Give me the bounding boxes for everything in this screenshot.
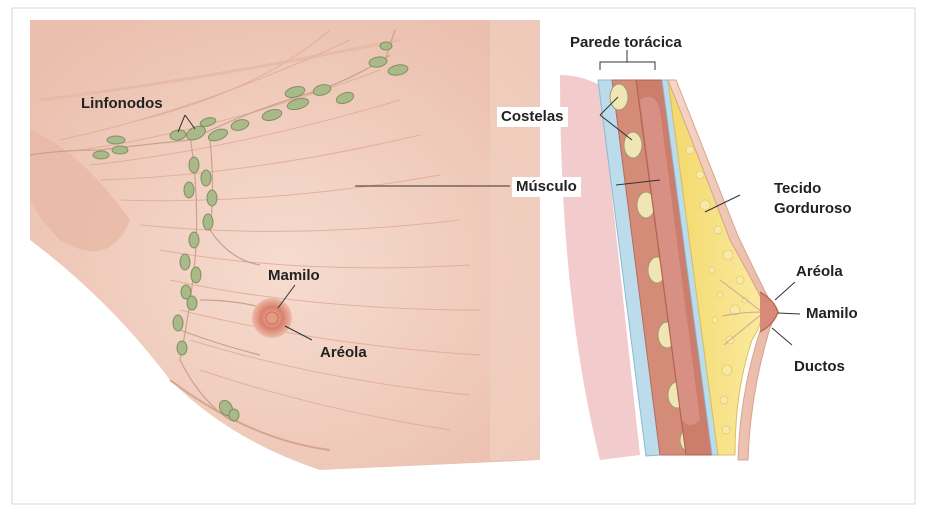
label-areola-front: Aréola [320, 344, 367, 362]
label-areola-side: Aréola [796, 263, 843, 281]
label-linfonodos: Linfonodos [81, 95, 163, 113]
label-ductos: Ductos [794, 358, 845, 376]
label-parede-toracica: Parede torácica [570, 34, 682, 52]
label-costelas: Costelas [497, 107, 568, 127]
label-tecido: Tecido [774, 180, 821, 198]
front-areola [252, 298, 292, 338]
label-mamilo-front: Mamilo [268, 267, 320, 285]
label-gorduroso: Gorduroso [774, 200, 852, 218]
label-musculo: Músculo [512, 177, 581, 197]
label-mamilo-side: Mamilo [806, 305, 858, 323]
